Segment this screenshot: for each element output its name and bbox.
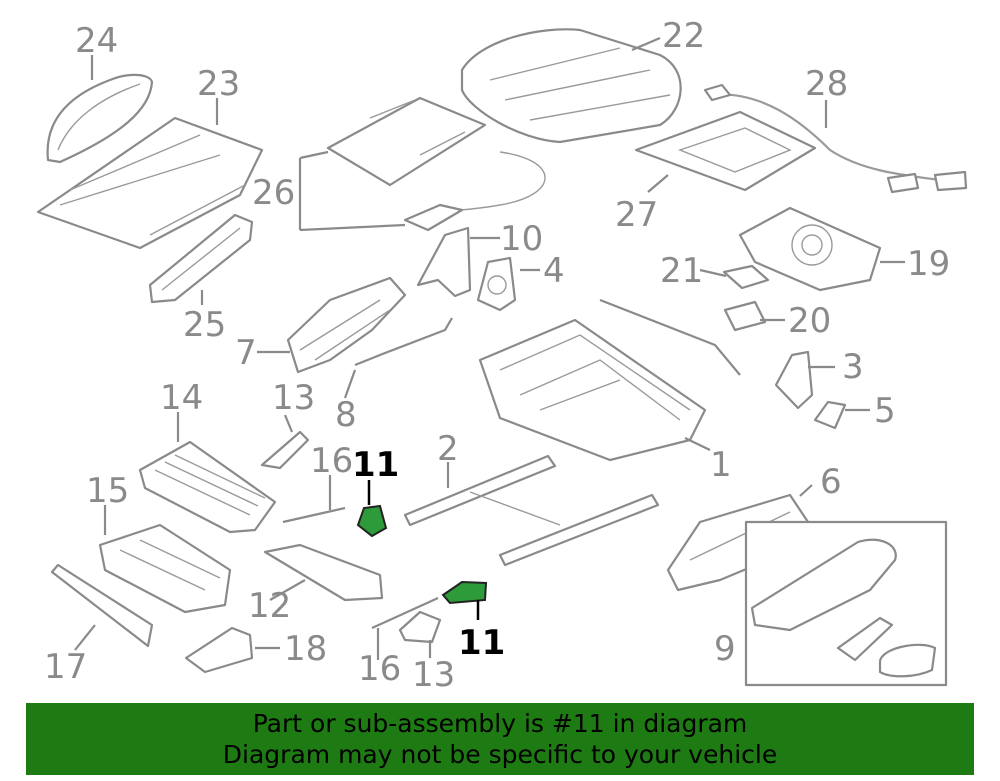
part-16-lower: [371, 596, 439, 630]
part-7: [286, 276, 407, 374]
part-20: [723, 300, 767, 332]
part-22: [460, 28, 682, 144]
callout-10: 10: [500, 219, 543, 259]
part-2: [403, 454, 660, 567]
callout-25: 25: [183, 305, 226, 345]
part-16-upper: [282, 506, 346, 524]
callout-8: 8: [335, 395, 357, 435]
part-18: [184, 626, 254, 674]
part-4: [476, 256, 517, 312]
callout-4: 4: [543, 251, 565, 291]
part-23: [36, 116, 264, 250]
callout-21: 21: [660, 251, 703, 291]
part-27: [634, 110, 817, 192]
callout-16-lower: 16: [358, 649, 401, 689]
callout-1: 1: [710, 445, 732, 485]
part-19: [738, 206, 882, 292]
callout-18: 18: [284, 629, 327, 669]
callout-17: 17: [44, 647, 87, 687]
leader-lines: [74, 36, 905, 660]
callout-11-lower: 11: [458, 623, 505, 663]
callout-22: 22: [662, 16, 705, 56]
part-11-upper: [356, 504, 388, 538]
callout-2: 2: [437, 429, 459, 469]
callout-16-upper: 16: [310, 441, 353, 481]
callout-9: 9: [714, 629, 736, 669]
parts-diagram: 24 23 22 28 26 27 10 4 21 19 25 20 7 3 1…: [36, 16, 968, 695]
callout-27: 27: [615, 195, 658, 235]
callout-26: 26: [252, 173, 295, 213]
part-10: [416, 226, 472, 298]
callout-12: 12: [248, 586, 291, 626]
part-25: [148, 213, 254, 304]
callout-24: 24: [75, 21, 118, 61]
callout-13-lower: 13: [412, 655, 455, 695]
part-21: [722, 264, 770, 290]
part-9-inset: [744, 520, 948, 687]
callout-14: 14: [160, 378, 203, 418]
callout-15: 15: [86, 471, 129, 511]
part-3: [774, 350, 814, 410]
part-1: [478, 298, 741, 462]
info-banner: Part or sub-assembly is #11 in diagram D…: [26, 703, 974, 775]
part-17: [50, 563, 154, 648]
part-13-upper: [260, 430, 310, 470]
callout-3: 3: [842, 347, 864, 387]
callout-19: 19: [907, 244, 950, 284]
part-28: [703, 83, 968, 194]
part-26: [326, 96, 546, 232]
part-15: [98, 523, 232, 614]
part-13-lower: [398, 610, 442, 644]
part-5: [813, 400, 847, 430]
part-24: [46, 73, 154, 164]
callout-23: 23: [197, 64, 240, 104]
banner-line-2: Diagram may not be specific to your vehi…: [222, 740, 778, 769]
part-8: [354, 317, 453, 367]
callout-13-upper: 13: [272, 378, 315, 418]
part-11-lower: [441, 580, 488, 605]
callout-6: 6: [820, 462, 842, 502]
callout-20: 20: [788, 301, 831, 341]
callout-labels: 24 23 22 28 26 27 10 4 21 19 25 20 7 3 1…: [44, 16, 950, 695]
part-14: [138, 440, 277, 534]
callout-28: 28: [805, 64, 848, 104]
banner-line-1: Part or sub-assembly is #11 in diagram: [252, 709, 748, 738]
callout-5: 5: [874, 391, 896, 431]
callout-7: 7: [235, 333, 257, 373]
callout-11-upper: 11: [352, 445, 399, 485]
part-12: [263, 543, 384, 602]
